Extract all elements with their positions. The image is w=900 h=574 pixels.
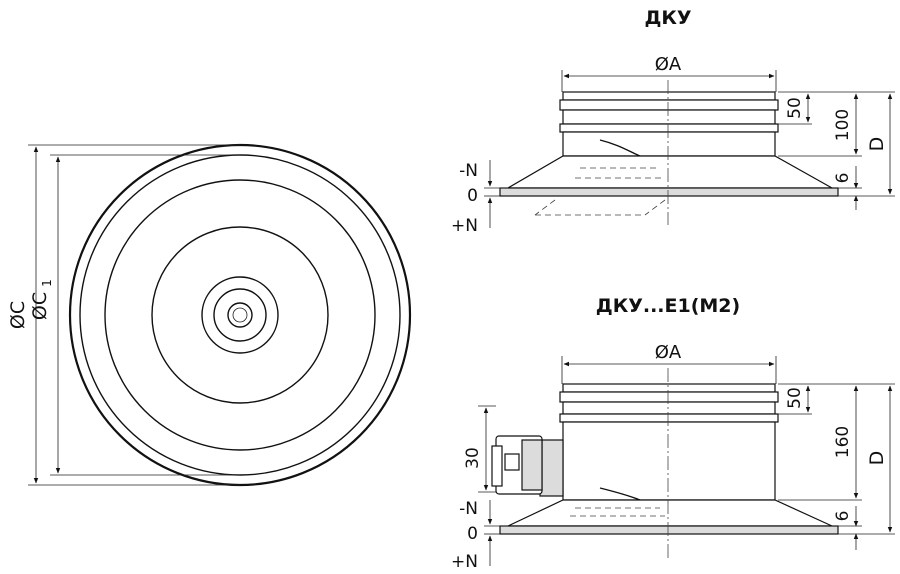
label-dim-c1-sub: 1 [40, 279, 54, 287]
label-base-a: 6 [833, 173, 853, 184]
label-height-b: 160 [833, 426, 853, 458]
collar-lower [562, 109, 776, 125]
ring-c1 [79, 154, 401, 476]
actuator-motor [491, 435, 564, 497]
hidden-lines-b [570, 507, 665, 517]
collar-rim [562, 91, 776, 101]
ring-mid [104, 179, 376, 451]
label-plus-n-a: +N [451, 216, 478, 236]
label-actuator-b: 30 [463, 447, 483, 469]
label-zero-b: 0 [467, 524, 478, 544]
hub-core [227, 302, 253, 328]
seal-ring [559, 123, 779, 133]
model-b-side-view: ДКУ...E1(M2) ØA 30 [451, 295, 895, 572]
body-cylinder-b [562, 421, 776, 501]
collar-rim-b [562, 383, 776, 393]
label-dim-c1: ØC [29, 292, 51, 320]
label-collar-b: 50 [785, 387, 805, 409]
cutaway-edge [599, 139, 641, 157]
label-dim-c: ØC [7, 301, 29, 329]
base-plate-b [499, 525, 839, 535]
actuator-body [521, 439, 543, 491]
model-b-title: ДКУ...E1(M2) [596, 295, 740, 317]
hidden-lines-lower [534, 199, 666, 216]
collar-band-b [559, 391, 779, 403]
top-view: ØC ØC 1 [7, 143, 412, 487]
base-plate [499, 187, 839, 197]
ring-inner [151, 226, 329, 404]
collar-band [559, 99, 779, 111]
label-height-a: 100 [833, 109, 853, 141]
label-minus-n-b: -N [459, 499, 478, 519]
seal-ring-b [559, 413, 779, 423]
label-a-width: ØA [655, 54, 682, 75]
label-base-b: 6 [833, 511, 853, 522]
collar-lower-b [562, 401, 776, 415]
actuator-connector [504, 453, 520, 471]
body-cylinder [562, 131, 776, 157]
label-minus-n-a: -N [459, 161, 478, 181]
label-collar-a: 50 [785, 97, 805, 119]
hidden-lines-upper [575, 167, 665, 179]
diffuser-cone [505, 155, 835, 189]
cutaway-edge-b [599, 487, 641, 501]
actuator-cap [491, 445, 503, 487]
hub-mid [213, 288, 267, 342]
model-a-side-view: ДКУ ØA 50 100 6 D [451, 7, 895, 236]
label-b-width: ØA [655, 342, 682, 363]
hub-hole [232, 307, 248, 323]
hub-outer [201, 276, 279, 354]
label-plus-n-b: +N [451, 552, 478, 572]
label-zero-a: 0 [467, 186, 478, 206]
outer-ring [68, 143, 412, 487]
label-total-b: D [866, 451, 888, 466]
actuator-bracket [539, 439, 564, 497]
diffuser-cone-b [507, 499, 833, 527]
label-total-a: D [866, 137, 888, 152]
model-a-title: ДКУ [644, 7, 691, 29]
